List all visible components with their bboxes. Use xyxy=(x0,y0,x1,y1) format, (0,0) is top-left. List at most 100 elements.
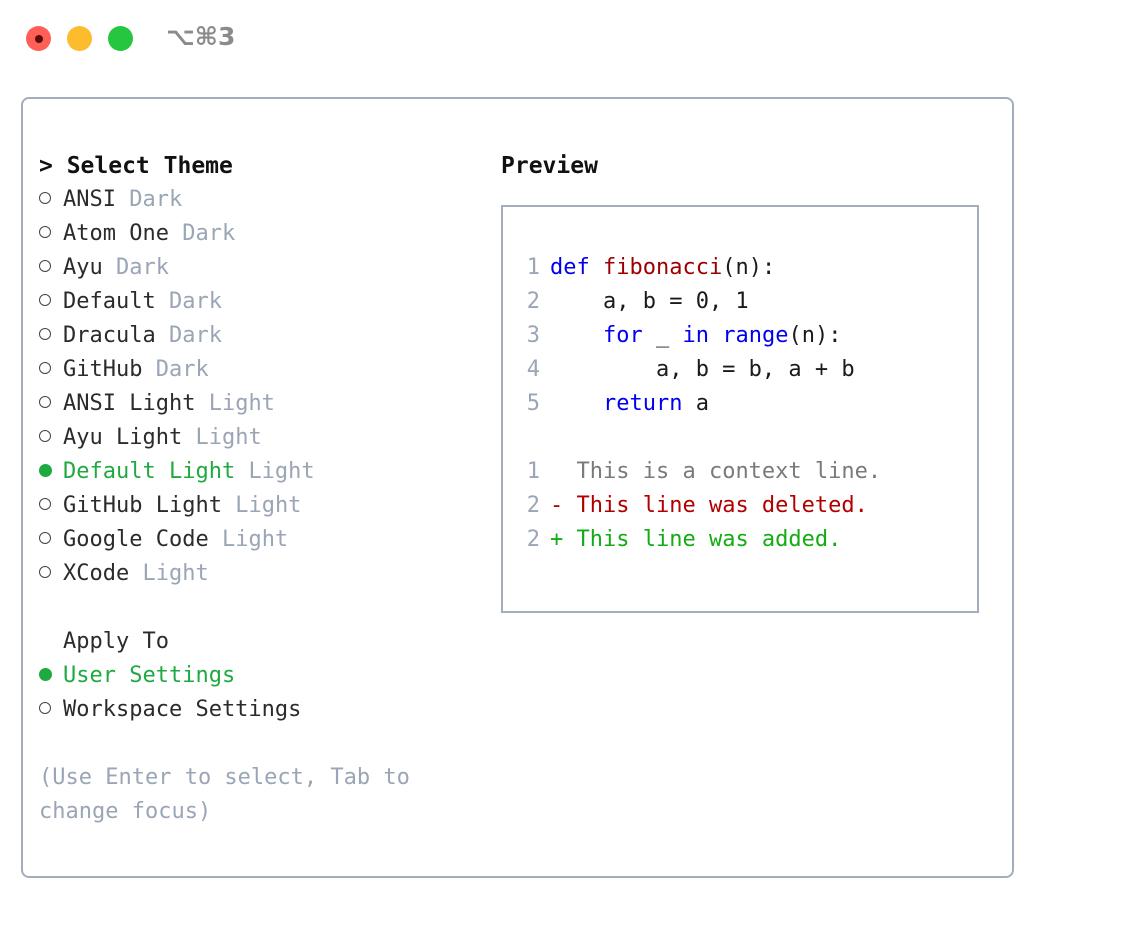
keyboard-shortcut-label: ⌥⌘3 xyxy=(166,22,236,51)
line-number: 1 xyxy=(526,255,540,280)
keyboard-hint: (Use Enter to select, Tab to change focu… xyxy=(39,765,410,824)
radio-glyph xyxy=(39,566,51,578)
apply-to-option-label: User Settings xyxy=(63,663,236,688)
code-token: a, b = b, a + b xyxy=(550,357,855,382)
code-blank-line xyxy=(516,421,881,455)
theme-list-item[interactable]: ANSI Dark xyxy=(39,183,479,217)
code-token xyxy=(709,323,722,348)
radio-glyph xyxy=(39,294,51,306)
line-number: 5 xyxy=(526,391,540,416)
code-token: _ xyxy=(642,323,683,348)
diff-marker: + xyxy=(550,527,577,552)
radio-unselected-icon[interactable] xyxy=(39,319,63,353)
radio-unselected-icon[interactable] xyxy=(39,183,63,217)
radio-selected-icon[interactable] xyxy=(39,659,63,693)
theme-name: ANSI Light xyxy=(63,391,196,416)
radio-unselected-icon[interactable] xyxy=(39,387,63,421)
radio-unselected-icon[interactable] xyxy=(39,251,63,285)
theme-name: GitHub Light xyxy=(63,493,222,518)
radio-unselected-icon[interactable] xyxy=(39,285,63,319)
diff-line: 1 This is a context line. xyxy=(516,455,881,489)
radio-unselected-icon[interactable] xyxy=(39,489,63,523)
theme-name: Atom One xyxy=(63,221,169,246)
radio-unselected-icon[interactable] xyxy=(39,421,63,455)
line-number: 2 xyxy=(526,527,540,552)
theme-list-item[interactable]: XCode Light xyxy=(39,557,479,591)
preview-title: Preview xyxy=(501,153,598,179)
theme-name: Ayu xyxy=(63,255,103,280)
apply-to-option[interactable]: User Settings xyxy=(39,659,479,693)
code-token: range xyxy=(722,323,789,348)
radio-glyph xyxy=(39,463,52,477)
diff-text: This line was added. xyxy=(576,527,842,552)
theme-list-item[interactable]: Ayu Dark xyxy=(39,251,479,285)
theme-list-item[interactable]: Ayu Light Light xyxy=(39,421,479,455)
diff-text: This is a context line. xyxy=(576,459,882,484)
line-number: 2 xyxy=(526,289,540,314)
code-token: for xyxy=(602,323,643,348)
line-number: 4 xyxy=(526,357,540,382)
theme-name: Default Light xyxy=(63,459,236,484)
theme-category-tag: Light xyxy=(221,527,289,552)
diff-line: 2 + This line was added. xyxy=(516,523,881,557)
code-line: 2 a, b = 0, 1 xyxy=(516,285,881,319)
theme-list-item[interactable]: Atom One Dark xyxy=(39,217,479,251)
radio-glyph xyxy=(39,396,51,408)
radio-glyph xyxy=(39,192,51,204)
code-token: a, b = 0, 1 xyxy=(550,289,749,314)
diff-marker: - xyxy=(550,493,577,518)
line-number: 3 xyxy=(526,323,540,348)
theme-list-item[interactable]: Default Light Light xyxy=(39,455,479,489)
theme-name: Default xyxy=(63,289,156,314)
radio-unselected-icon[interactable] xyxy=(39,693,63,727)
theme-list-item[interactable]: Default Dark xyxy=(39,285,479,319)
radio-glyph xyxy=(39,667,52,681)
theme-category-tag: Dark xyxy=(168,289,222,314)
theme-list-item[interactable]: Google Code Light xyxy=(39,523,479,557)
radio-glyph xyxy=(39,702,51,714)
maximize-button[interactable] xyxy=(108,26,133,51)
close-button[interactable] xyxy=(26,26,51,51)
theme-list-item[interactable]: GitHub Light Light xyxy=(39,489,479,523)
theme-category-tag: Light xyxy=(142,561,209,586)
radio-selected-icon[interactable] xyxy=(39,455,63,489)
diff-marker xyxy=(550,459,577,484)
radio-unselected-icon[interactable] xyxy=(39,557,63,591)
apply-to-option[interactable]: Workspace Settings xyxy=(39,693,479,727)
theme-category-tag: Dark xyxy=(168,323,222,348)
theme-name: Google Code xyxy=(63,527,209,552)
diff-line: 2- This line was deleted. xyxy=(516,489,881,523)
code-token xyxy=(550,391,603,416)
code-token: in xyxy=(682,323,709,348)
radio-glyph xyxy=(39,226,51,238)
theme-list-item[interactable]: ANSI Light Light xyxy=(39,387,479,421)
theme-name: GitHub xyxy=(63,357,143,382)
theme-category-tag: Dark xyxy=(129,187,183,212)
radio-glyph xyxy=(39,498,51,510)
theme-name: Ayu Light xyxy=(63,425,183,450)
radio-unselected-icon[interactable] xyxy=(39,217,63,251)
minimize-button[interactable] xyxy=(67,26,92,51)
title-bar: ⌥⌘3 xyxy=(0,0,1140,76)
radio-unselected-icon[interactable] xyxy=(39,353,63,387)
code-token: def xyxy=(550,255,603,280)
theme-list-item[interactable]: GitHub Dark xyxy=(39,353,479,387)
list-spacer xyxy=(39,591,479,625)
theme-category-tag: Dark xyxy=(182,221,236,246)
theme-category-tag: Light xyxy=(235,493,302,518)
apply-to-label: Apply To xyxy=(63,629,169,654)
theme-name: XCode xyxy=(63,561,130,586)
theme-category-tag: Light xyxy=(208,391,275,416)
radio-glyph xyxy=(39,362,51,374)
code-token xyxy=(550,323,603,348)
radio-glyph xyxy=(39,328,51,340)
radio-glyph xyxy=(39,532,51,544)
theme-list-item[interactable]: Dracula Dark xyxy=(39,319,479,353)
radio-unselected-icon[interactable] xyxy=(39,523,63,557)
theme-category-tag: Dark xyxy=(155,357,209,382)
